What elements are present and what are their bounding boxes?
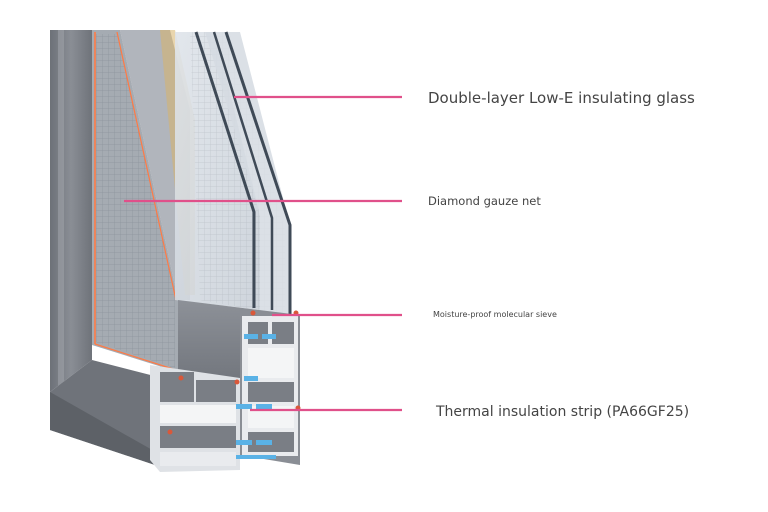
callout-low-e-glass: Double-layer Low-E insulating glass [428, 89, 695, 107]
outer-frame [50, 30, 170, 470]
thermal-insulation-strips [236, 334, 276, 459]
leader-lines [124, 95, 402, 412]
callout-molecular-sieve: Moisture-proof molecular sieve [433, 310, 557, 319]
callout-gauze-net: Diamond gauze net [428, 194, 541, 208]
callout-thermal-strip: Thermal insulation strip (PA66GF25) [436, 404, 690, 420]
insulating-glass-unit [175, 31, 292, 318]
frame-bottom-profile [150, 365, 240, 472]
